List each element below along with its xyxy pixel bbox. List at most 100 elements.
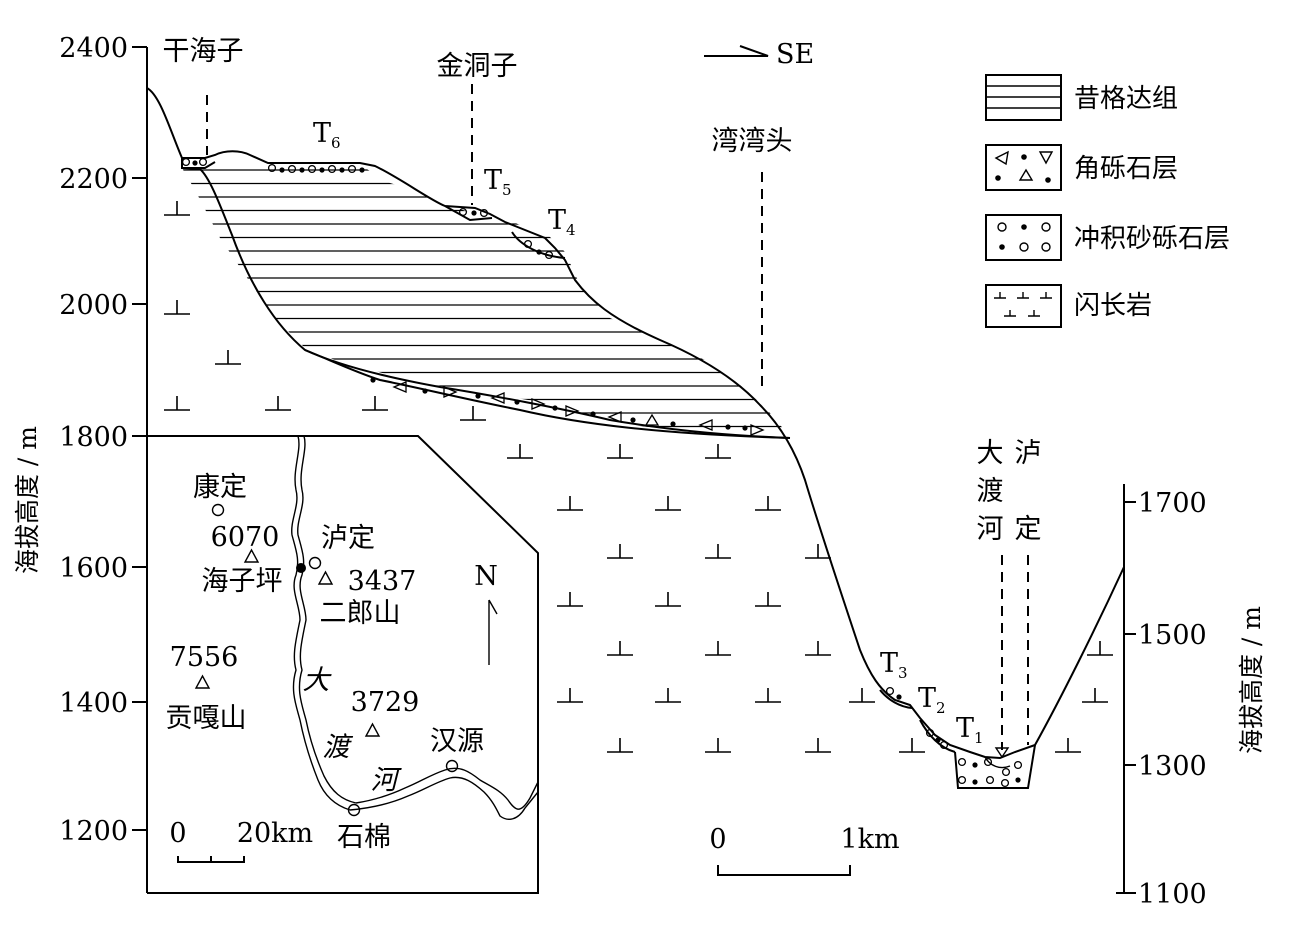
- terrace-t3: T3: [880, 648, 908, 682]
- gravel-dot: [896, 694, 902, 700]
- label-dadu-he-3: 河: [977, 514, 1004, 545]
- diorite-symbol: [557, 496, 583, 511]
- left-tick-2400: 2400: [59, 33, 128, 64]
- inset-river-right: [297, 435, 357, 804]
- gravel-marks: [181, 157, 1023, 788]
- diorite-symbol: [655, 688, 681, 703]
- gravel-dot: [475, 393, 481, 399]
- diorite-symbol: [655, 592, 681, 607]
- breccia-clast: [644, 413, 660, 426]
- legend-swatch-alluvial: [985, 214, 1062, 261]
- gravel-dot: [725, 424, 731, 430]
- inset-scale-bar: [177, 856, 245, 863]
- gravel-pebble: [307, 164, 317, 174]
- terrace-t6: T6: [313, 118, 341, 152]
- inset-river-lower-bank: [349, 776, 539, 820]
- north-arrow-icon: [488, 599, 498, 665]
- breccia-clast: [490, 392, 505, 404]
- diorite-symbol: [164, 201, 190, 216]
- terrace-labels: T6 T5 T4 T3 T2 T1: [313, 118, 984, 747]
- gravel-pebble: [267, 163, 277, 173]
- legend-swatch-breccia: [985, 144, 1062, 191]
- gravel-pebble: [939, 740, 949, 750]
- peak-3729-icon: [364, 722, 381, 737]
- breccia-clast: [531, 398, 546, 410]
- gravel-dot: [422, 388, 428, 394]
- gravel-dot: [339, 167, 345, 173]
- town-shimian: 石棉: [337, 822, 391, 853]
- gravel-dot: [972, 779, 978, 785]
- diorite-symbol: [164, 300, 190, 315]
- gravel-dot: [1015, 777, 1021, 783]
- gravel-pebble: [479, 208, 489, 218]
- diorite-symbols: [164, 201, 1113, 753]
- diorite-symbol: [805, 641, 831, 656]
- inset-river-lower: [355, 767, 539, 810]
- label-dadu-he-2: 渡: [977, 476, 1004, 507]
- location-labels: 干海子 金洞子 湾湾头 大 渡 河 泸 定 SE: [163, 36, 1042, 759]
- breccia-clast: [392, 381, 407, 393]
- section-scale-bar: 0 1km: [709, 824, 900, 876]
- diorite-symbol: [215, 350, 241, 365]
- xigeda-formation-hatch: [182, 169, 790, 428]
- diorite-symbol: [805, 738, 831, 753]
- gravel-pebble: [885, 686, 895, 696]
- legend-item-diorite: 闪长岩: [985, 284, 1152, 328]
- label-dadu-he-1: 大: [977, 438, 1004, 469]
- gravel-pebble: [1013, 760, 1023, 770]
- right-tick-1500: 1500: [1138, 620, 1207, 651]
- legend-item-alluvial: 冲积砂砾石层: [985, 214, 1230, 261]
- gravel-dot: [935, 737, 941, 743]
- legend-label-xigeda: 昔格达组: [1074, 84, 1178, 114]
- north-label: N: [474, 561, 498, 592]
- river-char-3: 河: [371, 765, 403, 796]
- right-axis: 1700 1500 1300 1100 海拔高度 / m: [1116, 484, 1266, 910]
- peak-3729-elev: 3729: [351, 687, 420, 718]
- terrace-t5: T5: [484, 165, 512, 199]
- diorite-symbol: [557, 688, 583, 703]
- legend-item-breccia: 角砾石层: [985, 144, 1178, 191]
- diorite-symbol: [607, 641, 633, 656]
- town-luding: 泸定: [321, 523, 375, 554]
- gravel-dot: [370, 377, 376, 383]
- label-wanwantou: 湾湾头: [712, 126, 793, 157]
- diorite-symbol: [849, 688, 875, 703]
- gravel-pebble: [983, 757, 993, 767]
- left-tick-1600: 1600: [59, 553, 128, 584]
- diorite-symbol: [805, 544, 831, 559]
- gravel-dot: [279, 167, 285, 173]
- gravel-pebble: [925, 728, 935, 738]
- label-luding-1: 泸: [1015, 438, 1042, 469]
- legend-item-xigeda: 昔格达组: [985, 74, 1178, 121]
- diorite-symbol: [705, 444, 731, 459]
- gravel-pebble: [458, 207, 468, 217]
- town-shimian-marker: [347, 803, 361, 817]
- label-luding-2: 定: [1015, 514, 1042, 545]
- peak-6070-elev: 6070: [211, 522, 280, 553]
- diorite-symbol: [507, 444, 533, 459]
- direction-arrow-icon: [704, 45, 769, 57]
- diorite-symbol: [755, 592, 781, 607]
- gravel-pebble: [181, 157, 191, 167]
- terrace-t2: T2: [918, 683, 946, 717]
- town-luding-marker: [308, 556, 322, 570]
- diorite-symbol: [607, 738, 633, 753]
- peak-gonggashan-icon: [194, 674, 211, 689]
- breccia-clast: [607, 411, 622, 423]
- gravel-pebble: [327, 164, 337, 174]
- diorite-symbol: [265, 396, 291, 411]
- gravel-pebble: [1001, 767, 1011, 777]
- gravel-dot: [299, 167, 305, 173]
- inset-river-left: [291, 435, 351, 811]
- river-char-2: 渡: [323, 732, 354, 763]
- gravel-dot: [536, 249, 542, 255]
- label-direction: SE: [776, 39, 814, 70]
- diorite-symbol: [899, 738, 925, 753]
- gravel-pebble: [287, 164, 297, 174]
- legend-label-diorite: 闪长岩: [1074, 291, 1152, 321]
- right-tick-1300: 1300: [1138, 751, 1207, 782]
- inset-scale-start: 0: [169, 818, 186, 849]
- left-tick-1200: 1200: [59, 816, 128, 847]
- label-jindongzi: 金洞子: [437, 51, 518, 82]
